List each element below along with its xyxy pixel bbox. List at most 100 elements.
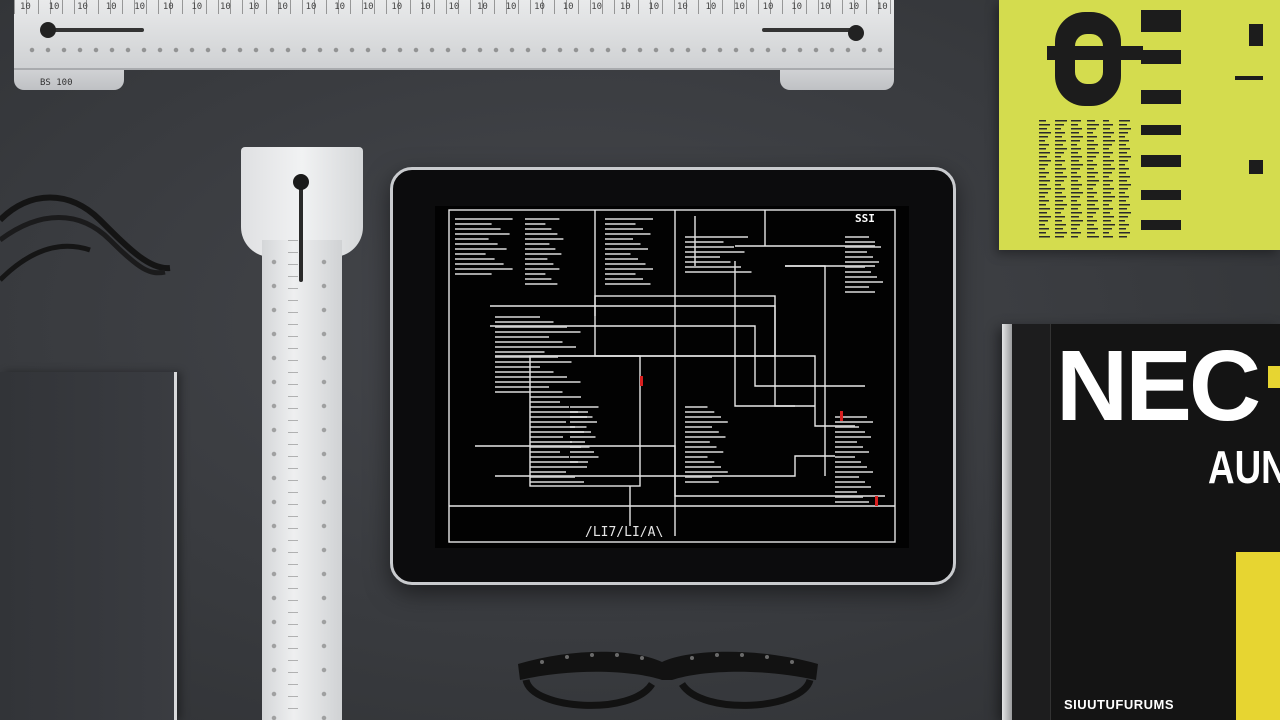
schematic-text-line — [845, 266, 865, 268]
schematic-text-line — [835, 431, 865, 433]
schematic-text-line — [530, 401, 560, 403]
booklet-text-line — [1119, 152, 1127, 154]
schematic-text-line — [835, 486, 871, 488]
vertical-ruler-knob[interactable] — [293, 174, 309, 190]
booklet-text-line — [1087, 180, 1099, 182]
book-accent-top — [1268, 366, 1280, 388]
schematic-text-line — [835, 476, 859, 478]
schematic-text-line — [835, 471, 873, 473]
booklet-text-line — [1039, 156, 1047, 158]
schematic-text-line — [495, 351, 545, 353]
schematic-text-line — [525, 278, 552, 280]
booklet-text-line — [1071, 164, 1083, 166]
schematic-text-line — [835, 446, 863, 448]
booklet-text-line — [1071, 184, 1082, 186]
schematic-text-line — [605, 268, 653, 270]
booklet-text-line — [1087, 176, 1095, 178]
booklet-text-line — [1071, 180, 1078, 182]
ruler-number: 10 — [334, 2, 346, 12]
schematic-text-line — [455, 238, 489, 240]
booklet-text-line — [1119, 200, 1126, 202]
booklet-text-line — [1071, 156, 1082, 158]
ruler-number: 10 — [705, 2, 717, 12]
schematic-text-line — [530, 436, 563, 438]
schematic-text-line — [845, 246, 881, 248]
booklet-text-line — [1119, 144, 1126, 146]
booklet-graphic — [999, 0, 1280, 250]
booklet-text-line — [1055, 196, 1066, 198]
ruler-tab-label: BS 100 — [40, 78, 73, 88]
schematic-diagram: SSI /LI7/LI/A\ — [448, 209, 896, 543]
booklet-text-line — [1119, 236, 1127, 238]
schematic-text-line — [570, 416, 593, 418]
booklet-text-line — [1071, 168, 1080, 170]
schematic-text-line — [685, 451, 724, 453]
booklet-text-line — [1103, 176, 1109, 178]
ruler-number: 10 — [20, 2, 31, 12]
schematic-text-line — [525, 283, 558, 285]
booklet-text-line — [1071, 228, 1077, 230]
schematic-text-line — [835, 491, 857, 493]
schematic-text-line — [530, 396, 581, 398]
booklet-text-line — [1087, 204, 1095, 206]
schematic-text-line — [845, 236, 869, 238]
booklet-text-line — [1103, 152, 1113, 154]
booklet-text-line — [1039, 224, 1045, 226]
schematic-text-line — [685, 251, 745, 253]
booklet-text-line — [1055, 188, 1065, 190]
booklet-text-line — [1119, 192, 1125, 194]
booklet-text-line — [1055, 236, 1064, 238]
schematic-text-line — [455, 253, 486, 255]
schematic-text-line — [570, 451, 594, 453]
booklet-text-line — [1103, 180, 1113, 182]
red-indicator — [875, 496, 878, 506]
booklet-text-line — [1103, 188, 1114, 190]
booklet-text-line — [1055, 156, 1061, 158]
schematic-text-line — [455, 218, 513, 220]
schematic-text-line — [605, 238, 633, 240]
booklet-text-line — [1103, 140, 1115, 142]
booklet-text-line — [1103, 120, 1109, 122]
booklet-text-line — [1087, 228, 1098, 230]
tablet: SSI /LI7/LI/A\ — [390, 167, 956, 585]
booklet-text-line — [1039, 236, 1050, 238]
booklet-text-line — [1087, 224, 1094, 226]
schematic-text-line — [570, 436, 596, 438]
schematic-text-line — [845, 291, 875, 293]
red-indicator — [640, 376, 643, 386]
ruler-slot-left — [44, 28, 144, 32]
booklet-text-line — [1039, 120, 1046, 122]
schematic-text-line — [835, 466, 867, 468]
booklet-text-line — [1039, 200, 1049, 202]
booklet-text-line — [1119, 120, 1130, 122]
schematic-text-line — [455, 268, 513, 270]
schematic-text-line — [685, 431, 719, 433]
schematic-text-line — [525, 263, 554, 265]
booklet-text-line — [1103, 212, 1110, 214]
booklet-text-line — [1119, 220, 1125, 222]
booklet-text-line — [1087, 192, 1097, 194]
schematic-text-line — [570, 456, 599, 458]
schematic-text-line — [495, 336, 549, 338]
schematic-text-line — [455, 258, 495, 260]
booklet-text-line — [1071, 232, 1081, 234]
ruler-number: 10 — [419, 2, 431, 12]
screen-accents — [640, 376, 878, 506]
schematic-text-line — [845, 276, 877, 278]
schematic-text-line — [835, 426, 859, 428]
booklet-text-line — [1087, 220, 1097, 222]
booklet-text-line — [1103, 228, 1112, 230]
ruler-ticks — [14, 0, 894, 14]
notebook — [0, 372, 177, 720]
booklet-text-line — [1039, 164, 1048, 166]
booklet-text-line — [1103, 232, 1109, 234]
booklet-text-line — [1103, 148, 1109, 150]
ruler-knob-left[interactable] — [40, 22, 56, 38]
ruler-number: 10 — [77, 2, 88, 12]
booklet-text-line — [1087, 160, 1093, 162]
booklet-text-line — [1071, 172, 1077, 174]
book-title: NEC — [1056, 330, 1261, 442]
ruler-knob-right[interactable] — [848, 25, 864, 41]
vertical-ruler-slot — [299, 178, 303, 282]
schematic-text-line — [685, 461, 715, 463]
